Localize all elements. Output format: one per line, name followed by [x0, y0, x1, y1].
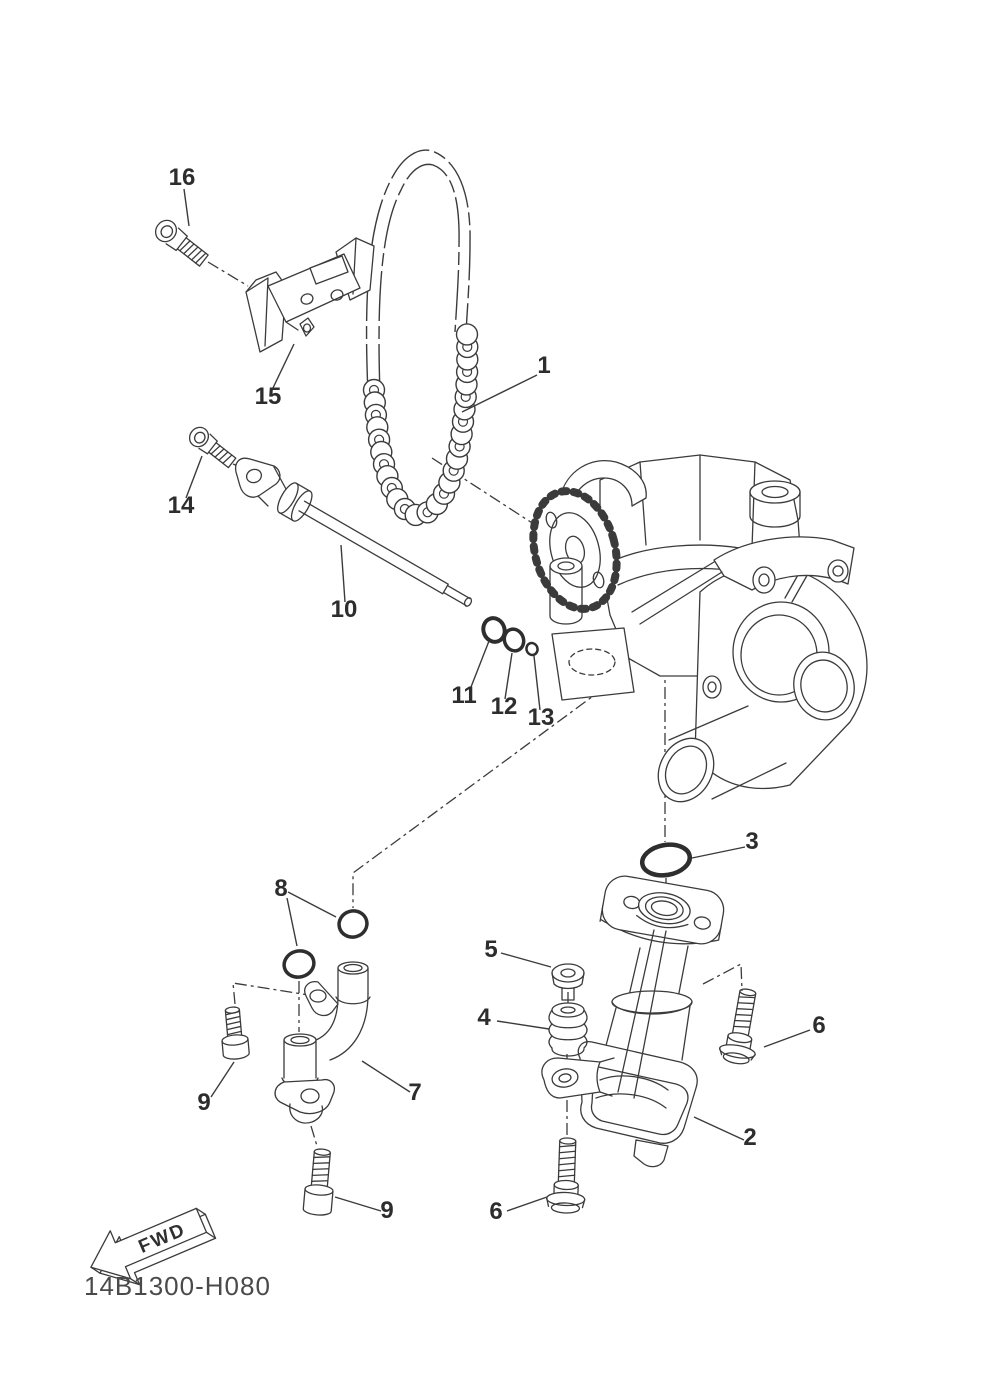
oil-pump-assembly	[529, 454, 868, 803]
strainer-screw-part	[551, 963, 585, 1001]
chain-guide-bracket-part	[245, 237, 375, 353]
callout-9-bottom: 9	[380, 1197, 393, 1224]
o-ring-8a	[337, 909, 369, 939]
oil-strainer-part	[541, 875, 725, 1168]
o-ring-8b	[282, 949, 316, 979]
o-ring-11	[481, 616, 507, 644]
timing-chain-part	[362, 149, 479, 527]
callout-6-right: 6	[812, 1012, 825, 1039]
bolt-16-part	[154, 219, 209, 267]
bolt-6-right-part	[718, 988, 757, 1065]
chain-links	[362, 323, 479, 527]
leader-lines	[183, 188, 811, 1212]
callout-3: 3	[745, 828, 758, 855]
fwd-arrow: FWD	[90, 1207, 217, 1286]
bolt-6-bottom-part	[546, 1137, 586, 1214]
callout-6-bottom: 6	[489, 1198, 502, 1225]
figure-code: 14B1300-H080	[84, 1271, 271, 1301]
callout-15: 15	[255, 383, 282, 410]
callout-4: 4	[477, 1004, 491, 1031]
o-ring-12	[502, 627, 526, 653]
bolt-9-bottom-part	[302, 1148, 334, 1216]
callout-10: 10	[331, 596, 358, 623]
o-ring-13	[525, 641, 539, 657]
callout-12: 12	[491, 693, 518, 720]
bolt-14-part	[188, 426, 237, 469]
callout-labels: 16 15 1 14 10 11 12 13 3 8 5 4 9 7 6 2 9…	[168, 164, 826, 1225]
o-ring-3	[639, 842, 693, 878]
tensioner-rod-part	[234, 457, 473, 607]
callout-2: 2	[743, 1124, 756, 1151]
callout-9-left: 9	[197, 1089, 210, 1116]
callout-11: 11	[451, 682, 476, 709]
callout-8: 8	[274, 875, 287, 902]
o-ring-11-12-13-parts	[481, 616, 539, 657]
callout-14: 14	[168, 492, 195, 519]
chain-inner-edge	[378, 163, 460, 395]
strainer-damper-part	[548, 1002, 588, 1057]
callout-13: 13	[528, 704, 555, 731]
callout-5: 5	[484, 936, 497, 963]
callout-7: 7	[408, 1079, 421, 1106]
oil-pipe-part	[274, 961, 371, 1124]
callout-16: 16	[169, 164, 196, 191]
bolt-9-left-part	[221, 1006, 250, 1060]
pump-sprocket	[529, 487, 621, 613]
callout-1: 1	[537, 352, 550, 379]
